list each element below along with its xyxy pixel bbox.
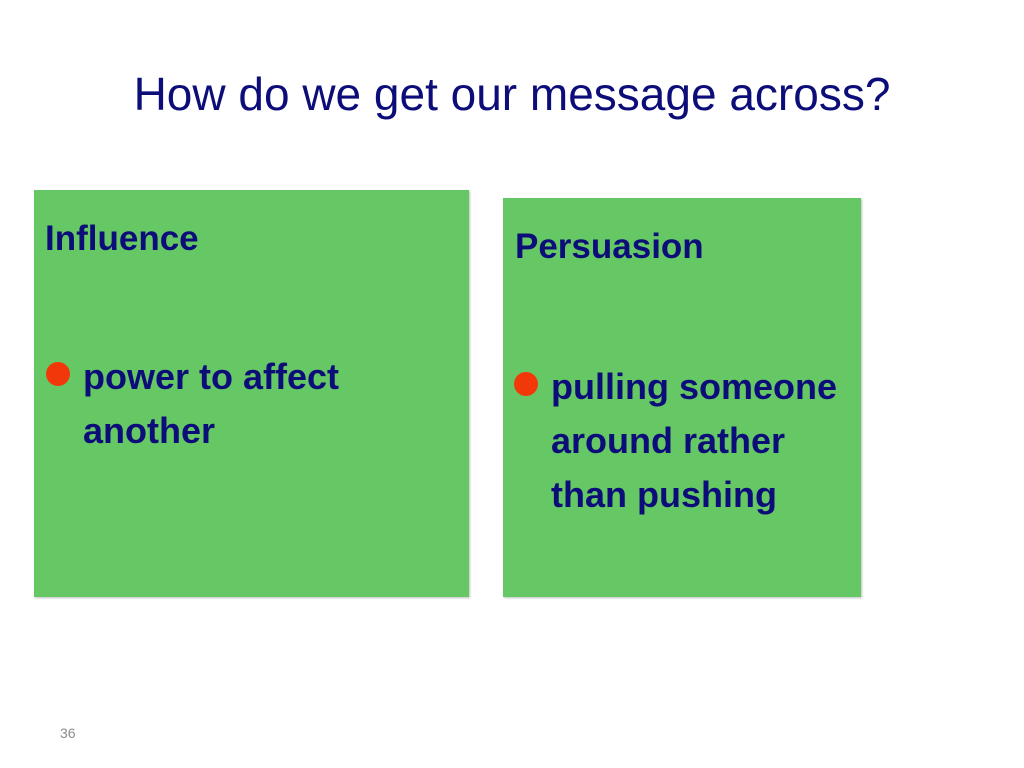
- bullet-dot-icon: [46, 362, 70, 386]
- influence-heading: Influence: [45, 219, 199, 258]
- persuasion-bullet-text: pulling someone around rather than pushi…: [551, 366, 838, 515]
- persuasion-heading: Persuasion: [515, 227, 704, 266]
- persuasion-bullet: pulling someone around rather than pushi…: [514, 360, 854, 522]
- influence-bullet-text: power to affect another: [83, 356, 340, 451]
- bullet-dot-icon: [514, 372, 538, 396]
- influence-bullet: power to affect another: [46, 350, 458, 458]
- slide-title: How do we get our message across?: [133, 68, 891, 120]
- influence-box: Influence power to affect another: [34, 190, 469, 597]
- persuasion-box: Persuasion pulling someone around rather…: [503, 198, 861, 597]
- page-number: 36: [60, 725, 76, 741]
